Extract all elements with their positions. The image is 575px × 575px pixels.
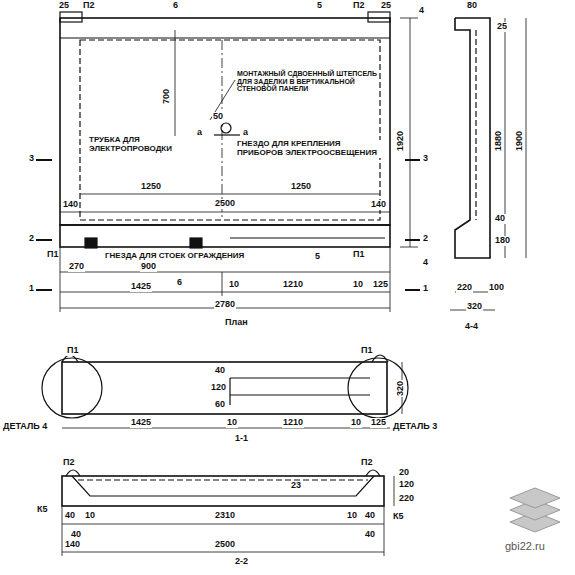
- drawing-label: 180: [494, 236, 511, 246]
- drawing-label: 40: [364, 530, 376, 540]
- drawing-label: 2780: [214, 300, 236, 310]
- drawing-label: 1250: [290, 182, 312, 192]
- drawing-label: 1425: [130, 282, 152, 292]
- drawing-label: К5: [392, 512, 405, 522]
- drawing-label: 1900: [515, 130, 525, 152]
- drawing-label: 1425: [130, 418, 152, 428]
- drawing-label: 2500: [214, 540, 236, 550]
- drawing-label: К5: [36, 505, 49, 515]
- drawing-label: П1: [360, 346, 373, 356]
- drawing-label: П1: [66, 346, 79, 356]
- drawing-label: 270: [68, 262, 85, 272]
- drawing-label: 1: [422, 284, 429, 294]
- drawing-label: 50: [212, 112, 224, 122]
- drawing-label: 220: [456, 283, 473, 293]
- drawing-label: ДЕТАЛЬ 3: [392, 422, 438, 432]
- drawing-label: 1920: [396, 130, 406, 152]
- drawing-label: 100: [488, 283, 505, 293]
- drawing-label: 25: [380, 1, 392, 11]
- drawing-label: 1210: [282, 280, 304, 290]
- drawing-label: 2: [28, 234, 35, 244]
- drawing-label: 140: [370, 200, 387, 210]
- drawing-label: 320: [396, 380, 406, 397]
- drawing-label: 120: [210, 383, 227, 393]
- drawing-label: 80: [466, 1, 478, 11]
- drawing-label: 1-1: [234, 434, 249, 444]
- drawing-label: 40: [214, 366, 226, 376]
- drawing-label: 25: [496, 22, 508, 32]
- drawing-label: МОНТАЖНЫЙ СДВОЕННЫЙ ШТЕПСЕЛЬ ДЛЯ ЗАДЕЛКИ…: [236, 70, 378, 93]
- drawing-label: 10: [226, 418, 238, 428]
- drawing-label: 125: [372, 280, 389, 290]
- drawing-label: 23: [290, 481, 302, 491]
- drawing-label: 5: [314, 252, 321, 262]
- drawing-label: 10: [352, 280, 364, 290]
- drawing-label: 20: [398, 468, 410, 478]
- drawing-label: П2: [360, 458, 373, 468]
- drawing-label: 1210: [282, 418, 304, 428]
- drawing-label: 140: [64, 540, 81, 550]
- drawing-label: 5: [316, 1, 323, 11]
- drawing-label: П1: [352, 250, 365, 260]
- drawing-label: 6: [172, 1, 179, 11]
- drawing-label: 40: [494, 214, 506, 224]
- drawing-label: 120: [398, 480, 415, 490]
- drawing-label: 4: [422, 258, 429, 268]
- drawing-label: 2500: [214, 199, 236, 209]
- drawing-label: 2310: [214, 511, 236, 521]
- drawing-label: 3: [28, 154, 35, 164]
- drawing-label: а: [242, 128, 249, 138]
- drawing-label: ДЕТАЛЬ 4: [2, 422, 48, 432]
- drawing-label: 10: [84, 511, 96, 521]
- drawing-label: 10: [228, 280, 240, 290]
- drawing-label: ТРУБКА ДЛЯ ЭЛЕКТРОПРОВОДКИ: [88, 136, 195, 154]
- drawing-label: а: [196, 128, 203, 138]
- drawing-label: П2: [352, 1, 365, 11]
- drawing-label: ГНЕЗДА ДЛЯ СТОЕК ОГРАЖДЕНИЯ: [104, 252, 266, 261]
- drawing-label: 40: [64, 511, 76, 521]
- drawing-label: П2: [82, 1, 95, 11]
- drawing-label: 1: [28, 284, 35, 294]
- drawing-label: 4: [418, 6, 425, 16]
- drawing-label: 140: [62, 200, 79, 210]
- drawing-label: П2: [62, 458, 75, 468]
- drawing-label: 1880: [494, 130, 504, 152]
- drawing-label: 900: [140, 262, 157, 272]
- drawing-label: 10: [346, 511, 358, 521]
- drawing-label: 4-4: [464, 322, 479, 332]
- drawing-label: 6: [176, 278, 183, 288]
- drawing-label: План: [224, 318, 249, 328]
- drawing-label: 40: [364, 511, 376, 521]
- drawing-label: ГНЕЗДО ДЛЯ КРЕПЛЕНИЯ ПРИБОРОВ ЭЛЕКТРООСВ…: [236, 140, 388, 158]
- drawing-label: 40: [70, 530, 82, 540]
- drawing-label: 320: [466, 302, 483, 312]
- drawing-label: 220: [398, 494, 415, 504]
- watermark: gbi22.ru: [504, 540, 546, 552]
- drawing-label: 700: [162, 88, 172, 105]
- drawing-label: 3: [422, 154, 429, 164]
- drawing-label: 10: [350, 418, 362, 428]
- drawing-label: П1: [46, 250, 59, 260]
- drawing-label: 25: [58, 1, 70, 11]
- drawing-label: 2-2: [234, 557, 249, 567]
- drawing-label: 60: [214, 400, 226, 410]
- drawing-label: 1250: [140, 182, 162, 192]
- drawing-label: 125: [370, 418, 387, 428]
- drawing-label: 2: [422, 234, 429, 244]
